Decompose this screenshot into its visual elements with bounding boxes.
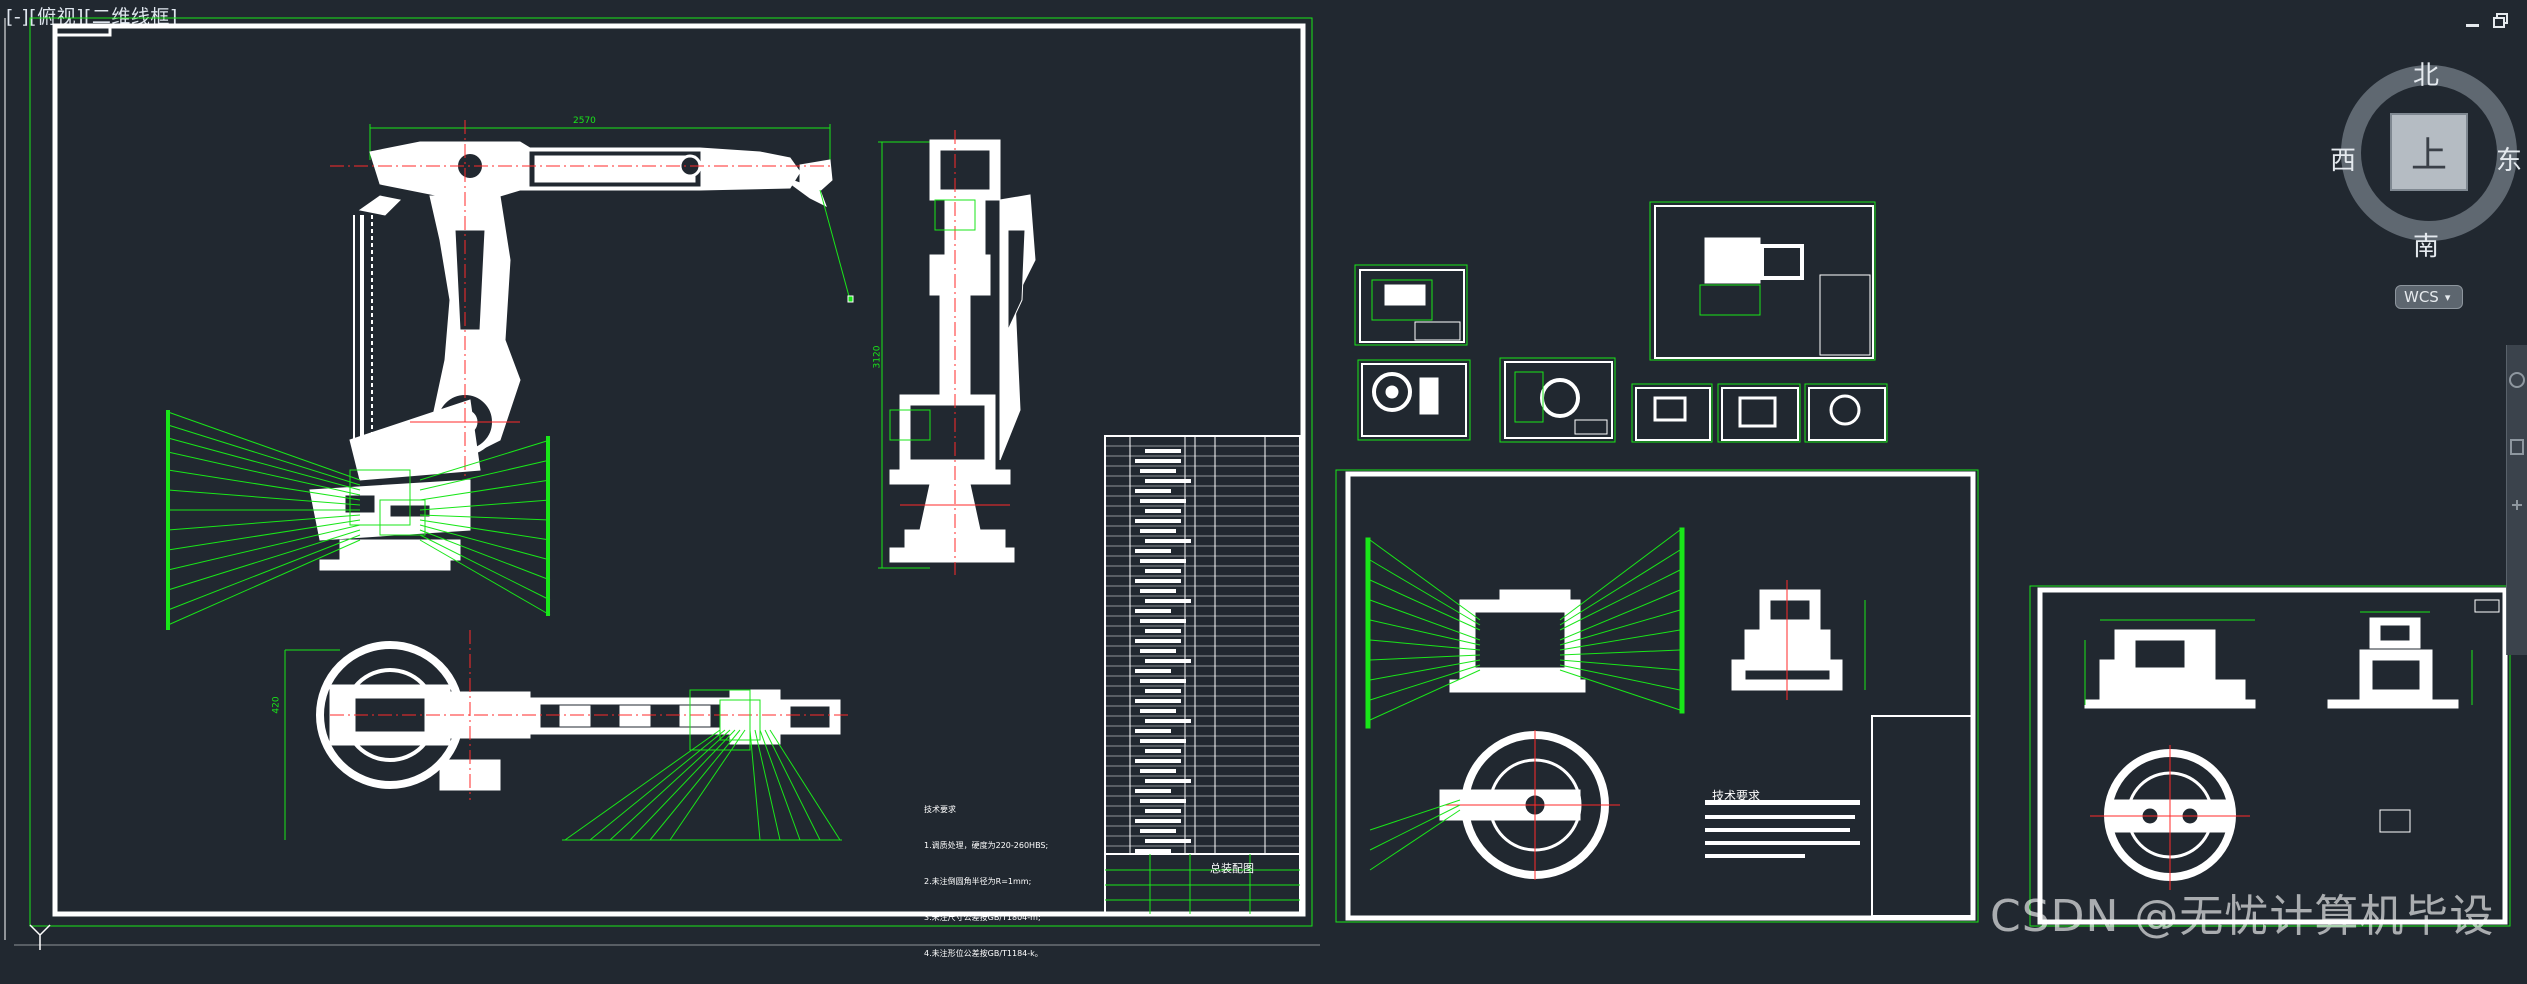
ucs-axis-icon [29,924,51,950]
parts-list-row-text [1135,459,1181,463]
parts-list-row-text [1135,669,1171,673]
parts-list-row-text [1145,809,1181,813]
parts-list-row-text [1140,499,1186,503]
robot-arm-side-view [878,130,1036,575]
parts-list-row-text [1145,509,1181,513]
parts-list-row-text [1145,599,1191,603]
dimension-label-side: 3120 [872,345,883,369]
sheet-b-notes [1705,800,1860,858]
dimension-label-top: 2570 [573,116,596,126]
parts-list-row-text [1140,649,1176,653]
parts-list-row-text [1145,719,1191,723]
parts-list-row-text [1145,629,1181,633]
parts-list-row-text [1135,489,1171,493]
parts-list-row-text [1135,699,1181,703]
parts-list-row-text [1140,739,1186,743]
restore-icon[interactable] [2490,10,2512,32]
sheet-b-frame [1335,469,1979,923]
parts-list-row-text [1140,589,1176,593]
parts-list-row-text [1135,729,1171,733]
parts-list-row-text [1145,689,1181,693]
sheet-c-parts [2084,617,2459,890]
sheet-c-frame [2029,585,2511,927]
parts-list-row-text [1135,609,1171,613]
part-leader-lines-plan [562,729,842,841]
parts-list-row-text [1135,519,1181,523]
dimension-label-plan: 420 [271,696,282,714]
sheet-b-leaders [1365,527,1685,871]
viewcube-top-face[interactable]: 上 [2390,113,2468,191]
technical-requirements: 技术要求 1.调质处理，硬度为220-260HBS; 2.未注倒圆角半径为R=1… [924,780,1048,984]
tech-note-line: 4.未注形位公差按GB/T1184-k。 [924,949,1043,958]
parts-list-row-text [1140,619,1186,623]
chevron-down-icon: ▾ [2444,290,2451,304]
sheet-c-dims [2084,611,2473,833]
compass-west[interactable]: 西 [2330,146,2357,176]
parts-list-row-text [1145,479,1191,483]
parts-list-row-text [1145,659,1191,663]
sheet-thumb-3 [1499,357,1616,443]
parts-list-row-text [1140,799,1186,803]
sheet-b-assembly [1439,580,1866,880]
wcs-label: WCS [2404,288,2439,306]
tech-note-line: 1.调质处理，硬度为220-260HBS; [924,841,1049,850]
parts-list-row-text [1140,469,1176,473]
part-leader-lines-left [167,411,551,626]
parts-list-row-text [1145,749,1181,753]
parts-list-row-text [1145,569,1181,573]
parts-list-row-text [1140,529,1176,533]
main-drawing-sheet [4,17,1320,946]
viewcube-ring[interactable] [2336,58,2522,244]
wcs-menu-button[interactable]: WCS ▾ [2395,285,2463,309]
parts-list-row-text [1135,759,1181,763]
parts-list-row-text [1140,709,1176,713]
parts-list-row-text [1145,779,1191,783]
parts-list-row-text [1145,449,1181,453]
parts-list-row-text [1135,549,1171,553]
sheet-thumb-4 [1649,201,1876,361]
sheet-thumb-2 [1357,359,1471,441]
parts-list-table [1104,435,1301,855]
robot-arm-elevation [309,120,854,571]
parts-list-row-text [1135,849,1171,853]
compass-east[interactable]: 东 [2496,146,2523,176]
parts-list-row-text [1140,769,1176,773]
viewport-controls-label[interactable]: [-][俯视][二维线框] [6,6,178,28]
compass-north[interactable]: 北 [2413,61,2440,91]
model-viewport[interactable]: [-][俯视][二维线框] [0,0,2527,958]
parts-list-row-text [1135,819,1181,823]
title-block-main [1104,853,1301,915]
sheet-thumb-5 [1631,383,1713,443]
parts-list-row-text [1145,839,1191,843]
robot-arm-plan-view [284,630,850,840]
parts-list-row-text [1140,829,1176,833]
navigation-bar-handle[interactable] [2506,345,2527,655]
parts-list-row-text [1145,539,1191,543]
sheet-b-notes-title: 技术要求 [1712,789,1761,803]
sheet-thumb-7 [1804,383,1888,443]
drawing-canvas[interactable] [0,0,2527,952]
tech-note-line: 技术要求 [924,805,956,814]
tech-note-line: 2.未注倒圆角半径为R=1mm; [924,877,1032,886]
csdn-watermark: CSDN @无忧计算机毕设 [1990,891,2495,942]
parts-list-row-text [1135,639,1181,643]
parts-list-row-text [1135,789,1171,793]
compass-south[interactable]: 南 [2413,232,2440,262]
title-block-drawing-name: 总装配图 [1210,862,1254,875]
parts-list-row-text [1140,559,1186,563]
parts-list-row-text [1140,679,1186,683]
sheet-thumb-1 [1354,264,1468,346]
parts-list-rows [1105,445,1300,853]
minimize-icon[interactable] [2462,10,2484,32]
sheet-thumb-6 [1717,383,1801,443]
parts-list-row-text [1135,579,1181,583]
tech-note-line: 3.未注尺寸公差按GB/T1804-m; [924,913,1041,922]
part-balloons-left [166,410,550,630]
